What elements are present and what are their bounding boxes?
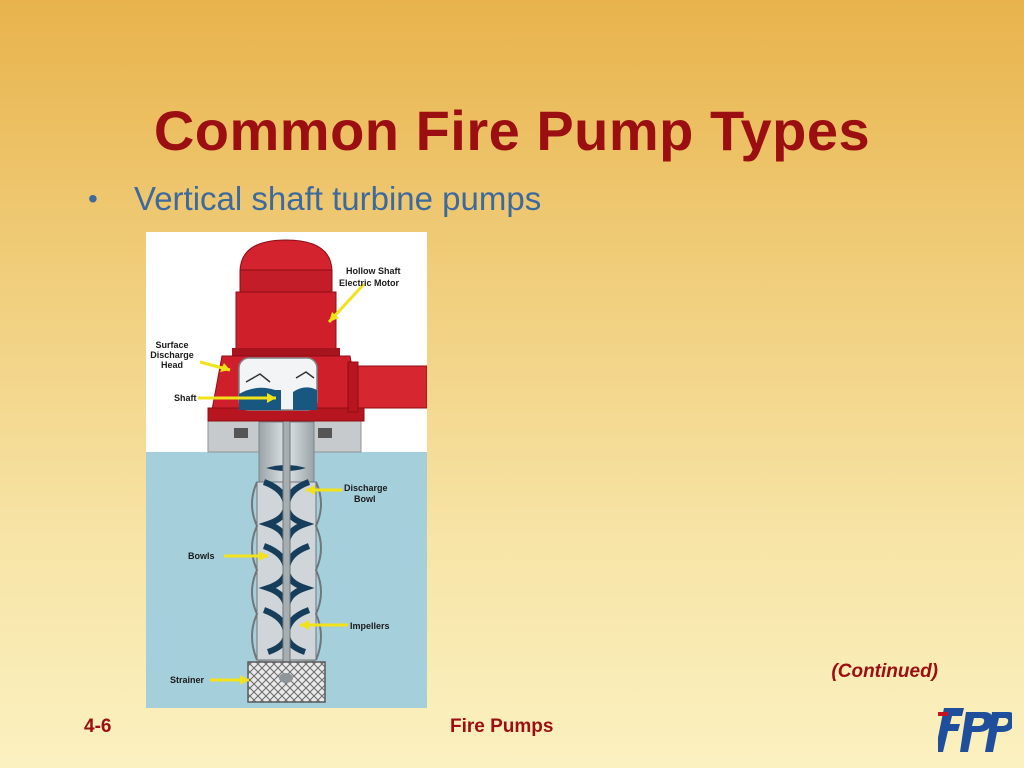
label-strainer: Strainer [170, 675, 205, 685]
electric-motor [232, 239, 340, 356]
label-impellers: Impellers [350, 621, 390, 631]
label-head-2: Discharge [150, 350, 194, 360]
page-number: 4-6 [84, 716, 112, 737]
ifpp-logo [938, 708, 1012, 752]
label-head-1: Surface [155, 340, 188, 350]
label-bowls: Bowls [188, 551, 215, 561]
bullet-item: • Vertical shaft turbine pumps [88, 180, 541, 218]
arrow-heads [220, 312, 339, 685]
bullet-text: Vertical shaft turbine pumps [134, 180, 542, 217]
bullet-dot-icon: • [88, 183, 98, 214]
label-motor-1: Hollow Shaft [346, 266, 401, 276]
label-discharge-1: Discharge [344, 483, 388, 493]
pump-diagram-svg: Hollow Shaft Electric Motor Surface Disc… [146, 232, 427, 708]
slide-title: Common Fire Pump Types [153, 99, 871, 162]
footer-title: Fire Pumps [450, 716, 554, 737]
label-shaft: Shaft [174, 393, 197, 403]
discharge-head [207, 355, 427, 422]
shaft-tip [279, 673, 293, 683]
label-head-3: Head [161, 360, 183, 370]
slab-bolt-left [234, 428, 248, 438]
label-motor-2: Electric Motor [339, 278, 400, 288]
continued-note: (Continued) [831, 661, 938, 682]
pump-diagram: Hollow Shaft Electric Motor Surface Disc… [146, 232, 427, 708]
label-discharge-2: Bowl [354, 494, 376, 504]
slab-bolt-right [318, 428, 332, 438]
